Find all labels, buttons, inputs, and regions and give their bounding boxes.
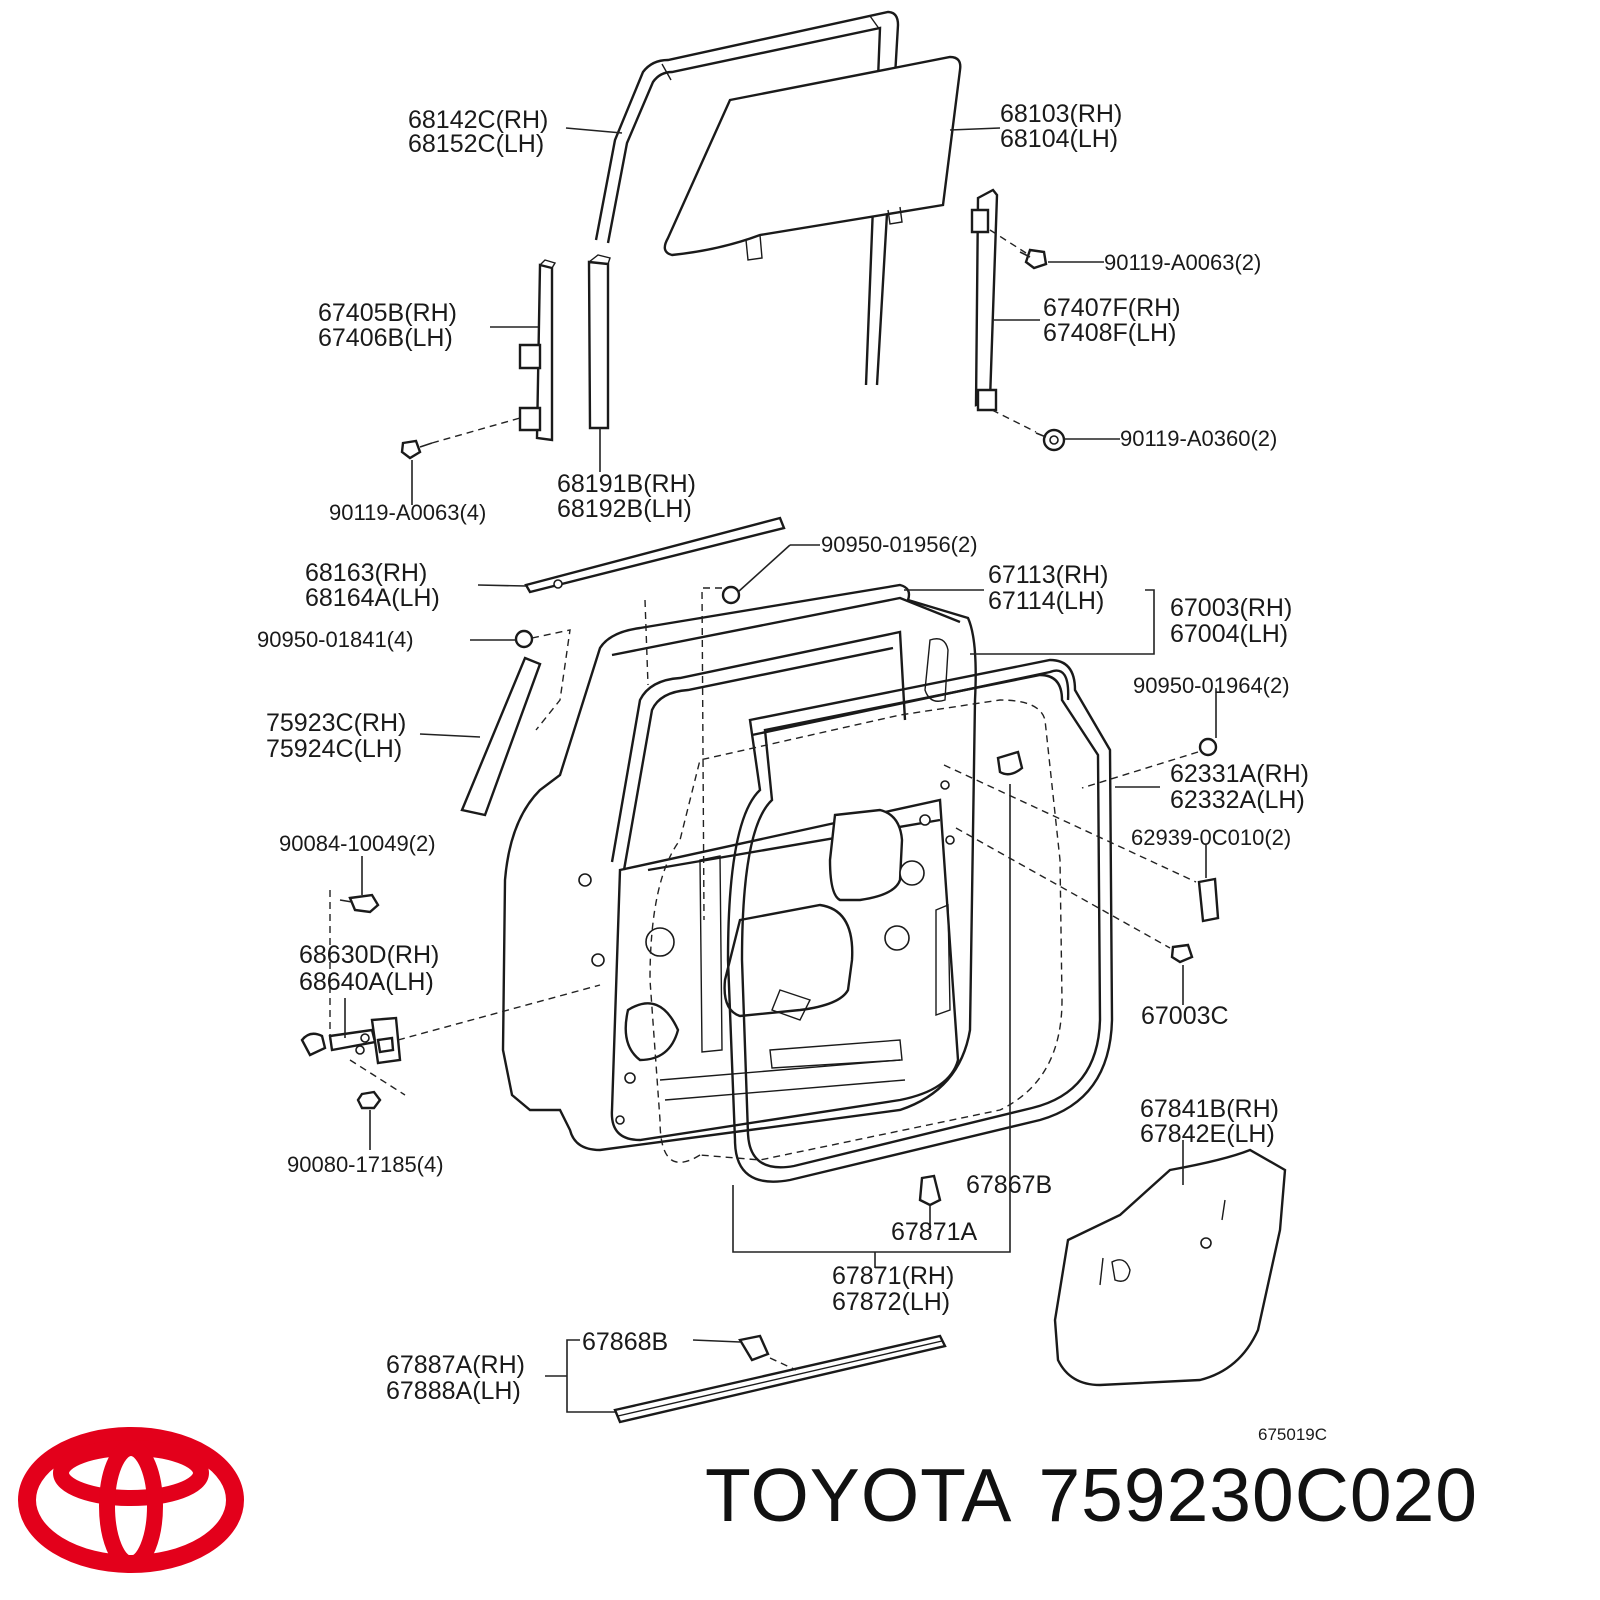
label-67406b: 67406B(LH) — [318, 324, 453, 352]
door-panel — [501, 583, 977, 1152]
belt-weatherstrip — [524, 516, 786, 594]
label-67868b: 67868B — [582, 1328, 668, 1356]
toyota-logo-icon — [18, 1427, 244, 1573]
part-labels: 68142C(RH) 68152C(LH) 68103(RH) 68104(LH… — [257, 100, 1327, 1444]
bolt-90119-a0360 — [1035, 428, 1066, 452]
clip-90950-01956 — [721, 585, 741, 605]
label-67003: 67003(RH) — [1170, 594, 1292, 622]
leader-lines — [344, 127, 1217, 1413]
label-90950-01841: 90950-01841(4) — [257, 627, 414, 652]
label-90119-a0360: 90119-A0360(2) — [1120, 426, 1277, 451]
label-90119-a0063-4: 90119-A0063(4) — [329, 500, 486, 525]
label-67408f: 67408F(LH) — [1043, 319, 1176, 347]
clip-67003c — [1170, 943, 1194, 964]
footer-title: TOYOTA 759230C020 — [705, 1452, 1585, 1542]
rocker-weatherstrip — [613, 1334, 947, 1424]
clip-67868b — [738, 1334, 770, 1362]
label-68192b: 68192B(LH) — [557, 495, 692, 523]
label-68164a: 68164A(LH) — [305, 584, 440, 612]
bolt-90119-a0063-upper — [1019, 248, 1048, 270]
label-68142c: 68142C(RH) — [408, 106, 548, 134]
rear-lower-frame — [970, 188, 999, 412]
nut-90080-17185 — [356, 1090, 382, 1110]
label-90084-10049: 90084-10049(2) — [279, 831, 436, 856]
inner-seal-outline — [649, 699, 1063, 1164]
label-67867b: 67867B — [966, 1171, 1052, 1199]
window-frame-channel — [594, 10, 900, 386]
label-68103: 68103(RH) — [1000, 100, 1122, 128]
label-67887a: 67887A(RH) — [386, 1351, 525, 1379]
label-90080-17185: 90080-17185(4) — [287, 1152, 444, 1177]
label-68640a: 68640A(LH) — [299, 968, 434, 996]
label-68163: 68163(RH) — [305, 559, 427, 587]
clip-67871a — [918, 1174, 942, 1207]
label-67405b: 67405B(RH) — [318, 299, 457, 327]
assembly-dashed-lines — [329, 229, 1199, 1371]
part-number: 759230C020 — [1038, 1453, 1479, 1537]
label-67872: 67872(LH) — [832, 1288, 950, 1316]
label-67871a: 67871A — [891, 1218, 978, 1246]
label-68152c: 68152C(LH) — [408, 130, 544, 158]
clip-90950-01964 — [1198, 737, 1218, 757]
pillar-garnish — [460, 656, 542, 817]
label-90950-01964: 90950-01964(2) — [1133, 673, 1290, 698]
label-67888a: 67888A(LH) — [386, 1377, 521, 1405]
door-glass — [663, 55, 962, 261]
door-hinge — [300, 1016, 402, 1065]
bolt-90119-a0063-left — [400, 439, 433, 460]
label-62331a: 62331A(RH) — [1170, 760, 1309, 788]
label-67113: 67113(RH) — [988, 561, 1108, 589]
door-weatherstrip — [726, 658, 1114, 1183]
label-67871: 67871(RH) — [832, 1262, 954, 1290]
service-hole-cover — [1053, 1148, 1287, 1387]
diagram-reference: 675019C — [1258, 1425, 1327, 1444]
label-90950-01956: 90950-01956(2) — [821, 532, 978, 557]
label-75923c: 75923C(RH) — [266, 709, 406, 737]
clip-67867b — [996, 750, 1024, 776]
label-90119-a0063-2: 90119-A0063(2) — [1104, 250, 1261, 275]
label-62939-0c010: 62939-0C010(2) — [1131, 825, 1291, 850]
label-67842e: 67842E(LH) — [1140, 1120, 1275, 1148]
label-62332a: 62332A(LH) — [1170, 786, 1305, 814]
plug-62939 — [1197, 877, 1220, 923]
bolt-90084-10049 — [339, 893, 380, 914]
label-67004: 67004(LH) — [1170, 620, 1288, 648]
label-68104: 68104(LH) — [1000, 125, 1118, 153]
label-75924c: 75924C(LH) — [266, 735, 402, 763]
label-68630d: 68630D(RH) — [299, 941, 439, 969]
label-68191b: 68191B(RH) — [557, 470, 696, 498]
label-67114: 67114(LH) — [988, 587, 1104, 615]
clip-90950-01841 — [514, 629, 534, 649]
label-67003c: 67003C — [1141, 1002, 1229, 1030]
front-lower-frame — [518, 259, 557, 442]
division-bar — [587, 254, 611, 430]
brand-name: TOYOTA — [705, 1453, 1013, 1537]
label-67407f: 67407F(RH) — [1043, 294, 1181, 322]
label-67841b: 67841B(RH) — [1140, 1095, 1279, 1123]
